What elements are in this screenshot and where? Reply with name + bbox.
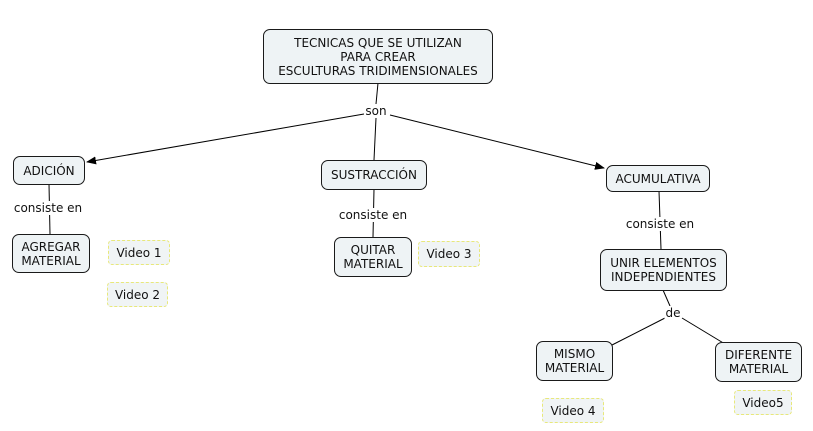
concept-agregar-material[interactable]: AGREGAR MATERIAL <box>12 234 90 273</box>
line-son-acumulativa <box>389 114 605 170</box>
link-label-son: son <box>364 104 388 118</box>
link-label-consiste-en: consiste en <box>337 208 409 222</box>
concept-adicion[interactable]: ADICIÓN <box>13 156 85 185</box>
video-link-5[interactable]: Video5 <box>734 390 792 415</box>
concept-mismo-material[interactable]: MISMO MATERIAL <box>536 341 613 381</box>
root-concept[interactable]: TECNICAS QUE SE UTILIZAN PARA CREAR ESCU… <box>263 29 493 84</box>
concept-diferente-material[interactable]: DIFERENTE MATERIAL <box>715 342 802 382</box>
link-label-consiste-en: consiste en <box>12 201 84 215</box>
concept-acumulativa[interactable]: ACUMULATIVA <box>606 165 710 192</box>
video-link-4[interactable]: Video 4 <box>542 398 604 423</box>
concept-unir-elementos[interactable]: UNIR ELEMENTOS INDEPENDIENTES <box>600 249 727 291</box>
line-son-adicion <box>86 113 365 165</box>
concept-quitar-material[interactable]: QUITAR MATERIAL <box>334 237 412 277</box>
line-root-son <box>375 82 379 105</box>
line-son-sustraccion <box>373 117 377 161</box>
video-link-2[interactable]: Video 2 <box>107 282 168 307</box>
video-link-1[interactable]: Video 1 <box>108 240 170 265</box>
link-label-consiste-en: consiste en <box>624 217 696 231</box>
video-link-3[interactable]: Video 3 <box>418 241 480 267</box>
concept-sustraccion[interactable]: SUSTRACCIÓN <box>321 160 427 190</box>
link-label-de: de <box>664 306 682 320</box>
